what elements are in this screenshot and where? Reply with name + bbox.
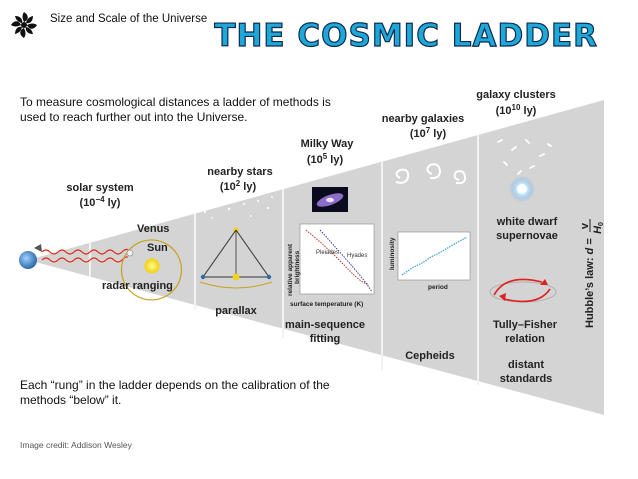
- galaxy-clusters-scale: (1010 ly): [496, 103, 537, 117]
- sun-label: Sun: [147, 242, 168, 254]
- rung-note: Each “rung” in the ladder depends on the…: [20, 378, 340, 408]
- milky-way-scale: (105 ly): [307, 152, 344, 166]
- hr-curve-label: Hyades: [347, 253, 367, 259]
- venus-icon: [127, 250, 133, 256]
- cepheid-y-axis-label: luminosity: [389, 237, 396, 270]
- hubbles-law-numerator: v: [579, 222, 591, 229]
- white-dwarf-label: white dwarf: [496, 216, 558, 228]
- hr-y-axis-label: relative apparent: [287, 243, 294, 296]
- distant-standards-label: standards: [500, 373, 553, 385]
- cepheids-label: Cepheids: [405, 350, 455, 362]
- parallax-label: parallax: [215, 305, 257, 317]
- radar-dish-icon: [34, 244, 42, 252]
- venus-label: Venus: [137, 223, 169, 235]
- intro-text: To measure cosmological distances a ladd…: [20, 95, 340, 125]
- page-title: THE COSMIC LADDER: [214, 18, 598, 54]
- milky-way-title: Milky Way: [301, 138, 355, 150]
- hr-x-axis-label: surface temperature (K): [290, 301, 363, 308]
- distant-standards-label: distant: [508, 359, 544, 371]
- sun-icon: [233, 274, 240, 281]
- earth-icon: [19, 251, 37, 269]
- nearby-stars-scale: (102 ly): [220, 179, 257, 193]
- galaxy-clusters-title: galaxy clusters: [476, 89, 556, 101]
- solar-system-scale: (10−4 ly): [80, 195, 121, 209]
- hr-curve-label: Pleiades: [316, 250, 339, 256]
- main-sequence-label: fitting: [310, 333, 341, 345]
- solar-system-title: solar system: [66, 182, 133, 194]
- earth-icon: [201, 275, 205, 279]
- white-dwarf-label: supernovae: [496, 230, 558, 242]
- earth-icon: [267, 275, 271, 279]
- hr-y-axis-label: brightness: [294, 250, 301, 284]
- cepheid-plot: [398, 232, 470, 280]
- hubbles-law-label: Hubble’s law: d =: [584, 238, 596, 328]
- nearby-galaxies-scale: (107 ly): [410, 126, 447, 140]
- tully-fisher-label: relation: [505, 333, 545, 345]
- galaxy-core-icon: [326, 198, 334, 202]
- tully-fisher-label: Tully–Fisher: [493, 319, 558, 331]
- cepheid-x-axis-label: period: [428, 284, 448, 291]
- image-credit: Image credit: Addison Wesley: [20, 440, 132, 450]
- main-sequence-label: main-sequence: [285, 319, 365, 331]
- spiral-logo-icon: [10, 11, 38, 39]
- sun-icon: [145, 259, 160, 274]
- nearby-galaxies-title: nearby galaxies: [382, 113, 465, 125]
- header-caption: Size and Scale of the Universe: [50, 13, 207, 25]
- nearby-stars-title: nearby stars: [207, 166, 272, 178]
- radar-ranging-label: radar ranging: [102, 280, 173, 292]
- white-dwarf-supernova-icon: [517, 184, 527, 194]
